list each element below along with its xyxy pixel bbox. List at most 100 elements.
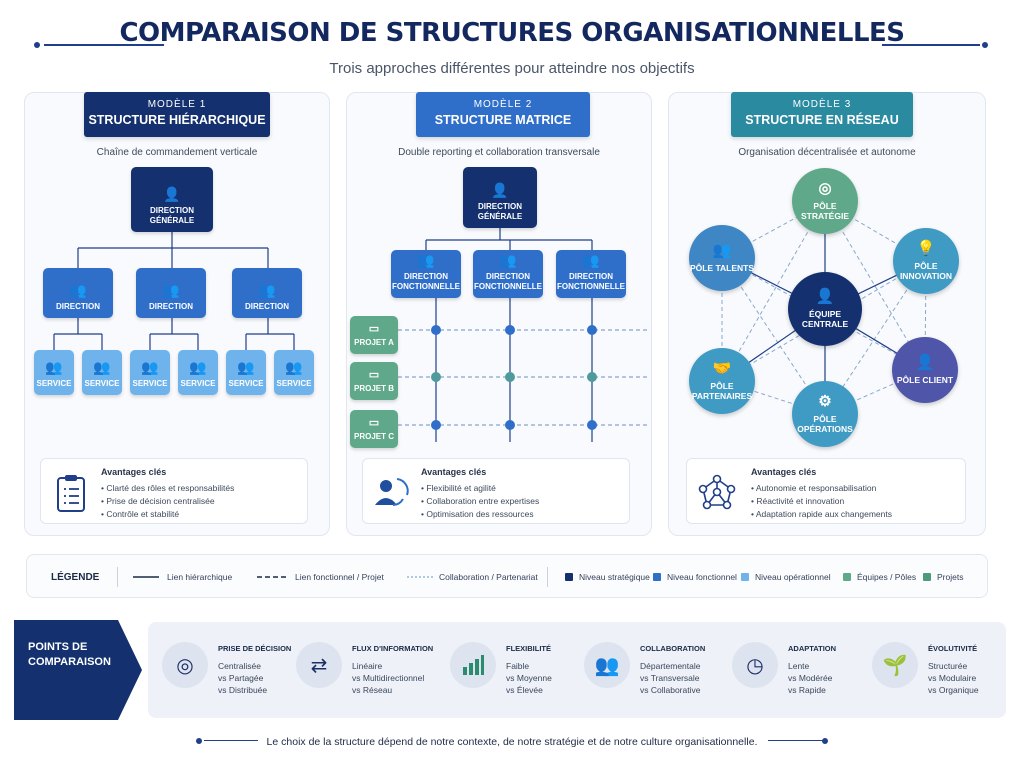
footer-note: Le choix de la structure dépend de notre… <box>266 736 758 748</box>
comparison-label-arrow <box>14 620 142 720</box>
footer-deco-left-dot <box>196 738 202 744</box>
model-2-description: Double reporting et collaboration transv… <box>398 147 600 158</box>
hier-leaf-node: 👥SERVICE <box>274 350 314 395</box>
matrix-functional-node: 👥 DIRECTION FONCTIONNELLE <box>391 250 461 298</box>
advantages-list: Clarté des rôles et responsabilités Pris… <box>101 482 234 521</box>
group-icon: 👥 <box>258 282 276 298</box>
advantages-title: Avantages clés <box>751 467 817 477</box>
advantages-list: Autonomie et responsabilisation Réactivi… <box>751 482 892 521</box>
hier-mid-node: 👥 DIRECTION <box>136 268 206 318</box>
team-icon: 👥 <box>584 642 630 688</box>
hier-leaf-node: 👥SERVICE <box>34 350 74 395</box>
swatch <box>741 573 749 581</box>
group-icon: 👥 <box>417 252 435 268</box>
advantage-item: Contrôle et stabilité <box>101 508 234 521</box>
model-3-number: MODÈLE 3 <box>792 99 852 110</box>
legend-divider <box>117 567 118 587</box>
hier-leaf-node: 👥SERVICE <box>178 350 218 395</box>
group-icon: 👥 <box>499 252 517 268</box>
hierarchy-connectors <box>53 232 295 350</box>
solid-line-icon <box>133 576 159 578</box>
legend-functional-link: Lien fonctionnel / Projet <box>257 555 384 599</box>
advantage-item: Flexibilité et agilité <box>421 482 539 495</box>
group-icon: 👥 <box>162 282 180 298</box>
title-deco-left-line <box>44 44 164 46</box>
person-icon: 👤 <box>491 182 509 198</box>
project-b-node: ▭ PROJET B <box>350 362 398 400</box>
advantage-item: Optimisation des ressources <box>421 508 539 521</box>
title-deco-left-dot <box>34 42 40 48</box>
comparison-label: POINTS DE COMPARAISON <box>28 641 111 668</box>
pole-strategie-node: ◎ PÔLE STRATÉGIE <box>792 168 858 234</box>
model-1-number: MODÈLE 1 <box>147 99 207 110</box>
pole-operations-node: ⚙ PÔLE OPÉRATIONS <box>792 381 858 447</box>
model-1-advantages: Avantages clés Clarté des rôles et respo… <box>40 458 308 524</box>
hier-mid-node: 👥 DIRECTION <box>232 268 302 318</box>
matrix-functional-node: 👥 DIRECTION FONCTIONNELLE <box>473 250 543 298</box>
person-icon: 👤 <box>915 354 935 372</box>
person-icon: 👤 <box>815 288 835 305</box>
advantage-item: Autonomie et responsabilisation <box>751 482 892 495</box>
folder-icon: ▭ <box>368 323 380 335</box>
model-3-description: Organisation décentralisée et autonome <box>738 147 916 158</box>
advantage-item: Réactivité et innovation <box>751 495 892 508</box>
legend-swatch-operational: Niveau opérationnel <box>741 555 831 599</box>
dashed-line-icon <box>257 576 287 578</box>
dotted-line-icon <box>407 576 433 578</box>
group-icon: 👥 <box>582 252 600 268</box>
model-3-advantages: Avantages clés Autonomie et responsabili… <box>686 458 966 524</box>
hier-mid-node: 👥 DIRECTION <box>43 268 113 318</box>
legend-collaboration-link: Collaboration / Partenariat <box>407 555 538 599</box>
comparison-panel <box>148 622 1006 718</box>
legend: LÉGENDE Lien hiérarchique Lien fonctionn… <box>26 554 988 598</box>
matrix-functional-node: 👥 DIRECTION FONCTIONNELLE <box>556 250 626 298</box>
page-title: COMPARAISON DE STRUCTURES ORGANISATIONNE… <box>119 18 905 48</box>
model-1-badge: MODÈLE 1 STRUCTURE HIÉRARCHIQUE <box>84 92 270 137</box>
footer-deco-left-line <box>204 740 258 741</box>
swatch <box>653 573 661 581</box>
legend-swatch-strategic: Niveau stratégique <box>565 555 650 599</box>
advantages-title: Avantages clés <box>101 467 167 477</box>
advantage-item: Adaptation rapide aux changements <box>751 508 892 521</box>
legend-hierarchical-link: Lien hiérarchique <box>133 555 232 599</box>
pole-client-node: 👤 PÔLE CLIENT <box>892 337 958 403</box>
matrix-top-node: 👤 DIRECTION GÉNÉRALE <box>463 167 537 228</box>
target-icon: ◎ <box>818 180 832 197</box>
pole-innovation-node: 💡 PÔLE INNOVATION <box>893 228 959 294</box>
legend-swatch-functional: Niveau fonctionnel <box>653 555 737 599</box>
swatch <box>923 573 931 581</box>
gears-icon: ⚙ <box>818 393 832 410</box>
group-icon: 👥 <box>141 359 159 375</box>
footer-deco-right-line <box>768 740 822 741</box>
model-2-name: STRUCTURE MATRICE <box>434 113 572 127</box>
model-1-description: Chaîne de commandement verticale <box>96 147 258 158</box>
group-icon: 👥 <box>285 359 303 375</box>
model-3-badge: MODÈLE 3 STRUCTURE EN RÉSEAU <box>731 92 913 137</box>
model-2-advantages: Avantages clés Flexibilité et agilité Co… <box>362 458 630 524</box>
legend-swatch-teams: Équipes / Pôles <box>843 555 916 599</box>
group-icon: 👥 <box>237 359 255 375</box>
clock-icon: ◷ <box>732 642 778 688</box>
hier-top-node: 👤 DIRECTION GÉNÉRALE <box>131 167 213 232</box>
model-2-number: MODÈLE 2 <box>473 99 533 110</box>
advantages-list: Flexibilité et agilité Collaboration ent… <box>421 482 539 521</box>
lightbulb-icon: 💡 <box>916 240 936 257</box>
footer-deco-right-dot <box>822 738 828 744</box>
person-icon: 👤 <box>163 186 181 202</box>
advantage-item: Clarté des rôles et responsabilités <box>101 482 234 495</box>
model-3-name: STRUCTURE EN RÉSEAU <box>745 113 899 127</box>
group-icon: 👥 <box>93 359 111 375</box>
handshake-icon: 🤝 <box>712 360 732 377</box>
title-deco-right-line <box>882 44 980 46</box>
folder-icon: ▭ <box>368 417 380 429</box>
legend-swatch-projects: Projets <box>923 555 963 599</box>
shuffle-icon: ⇄ <box>296 642 342 688</box>
hier-leaf-node: 👥SERVICE <box>82 350 122 395</box>
sprout-icon: 🌱 <box>872 642 918 688</box>
